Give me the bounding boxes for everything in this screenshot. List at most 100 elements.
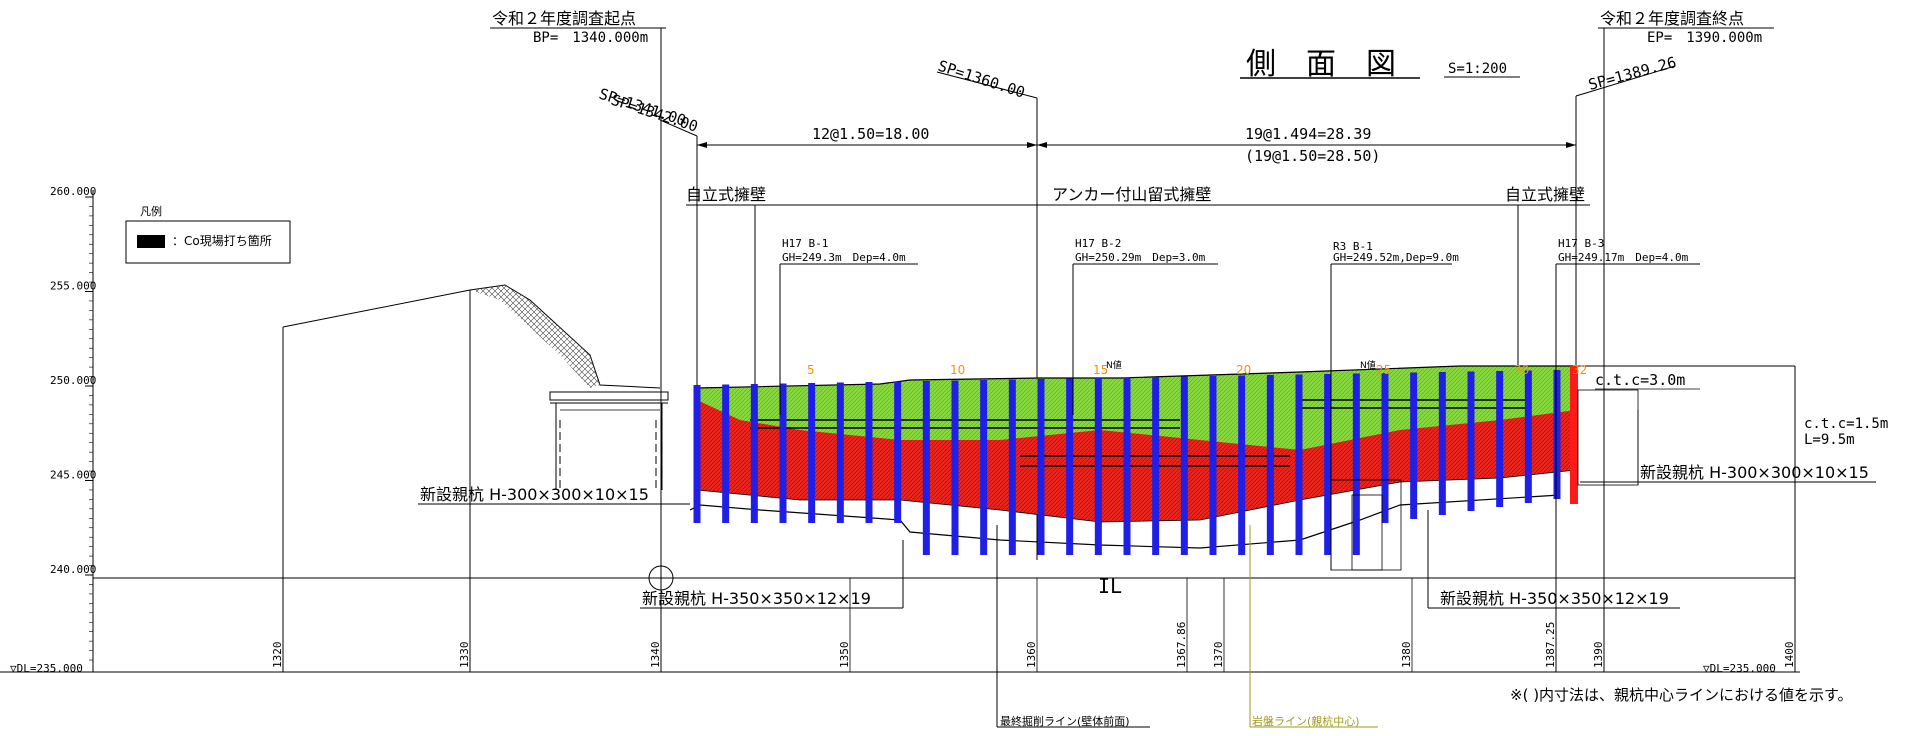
elevation-tick-label: 245.000 bbox=[50, 469, 96, 482]
n-value-note: N値 bbox=[1106, 359, 1122, 371]
legend-box bbox=[125, 220, 291, 264]
bedrock-line-label: 岩盤ライン(親杭中心) bbox=[1252, 714, 1360, 728]
station-tick-label: 1330 bbox=[458, 642, 471, 669]
pile bbox=[722, 384, 730, 523]
borehole-name: H17 B-2 bbox=[1075, 237, 1121, 250]
scale-label: S=1:200 bbox=[1448, 61, 1507, 77]
pile bbox=[922, 381, 930, 555]
elevation-axis: 260.000 255.000 250.000 245.000 240.000 bbox=[50, 185, 96, 661]
elevation-tick-label: 250.000 bbox=[50, 374, 96, 387]
ctc-top: c.t.c=3.0m bbox=[1595, 371, 1685, 389]
station-tick-label: 1390 bbox=[1592, 642, 1605, 669]
pile bbox=[1266, 375, 1274, 555]
il-mark: IL bbox=[1098, 574, 1122, 598]
pile-label-right-lower: 新設親杭 H-350×350×12×19 bbox=[1440, 589, 1669, 608]
borehole-h17-b1: H17 B-1 GH=249.3m Dep=4.0m bbox=[779, 237, 918, 415]
pile bbox=[1410, 372, 1418, 519]
wall-type-right: 自立式擁壁 bbox=[1505, 185, 1585, 204]
pile bbox=[1094, 378, 1102, 555]
station-tick-label: 1387.25 bbox=[1544, 622, 1557, 668]
legend-swatch bbox=[137, 235, 165, 248]
length-right: L=9.5m bbox=[1804, 432, 1855, 448]
pile bbox=[1152, 377, 1160, 555]
end-point-label: 令和２年度調査終点 bbox=[1600, 9, 1744, 28]
n-value-note-right: N値 bbox=[1360, 359, 1376, 371]
pile-number: 20 bbox=[1236, 363, 1251, 377]
borehole-data: GH=249.52m,Dep=9.0m bbox=[1333, 251, 1459, 264]
page-title: 側 面 図 bbox=[1246, 47, 1396, 82]
pile bbox=[1553, 370, 1561, 499]
borehole-r3-b1: R3 B-1 GH=249.52m,Dep=9.0m bbox=[1330, 240, 1459, 571]
pile bbox=[1352, 373, 1360, 555]
borehole-data: GH=249.3m Dep=4.0m bbox=[782, 251, 906, 264]
station-tick-label: 1367.86 bbox=[1175, 622, 1188, 668]
pile bbox=[1324, 374, 1332, 555]
excavation-line-label: 最終掘削ライン(壁体前面) bbox=[1000, 714, 1130, 728]
elevation-tick-label: 240.000 bbox=[50, 563, 96, 576]
pile bbox=[1037, 379, 1045, 555]
pile bbox=[980, 380, 988, 555]
station-mark-sp-mid: SP=1360.00 bbox=[936, 57, 1027, 102]
dimension-right-span: 19@1.494=28.39 bbox=[1245, 125, 1371, 143]
pile bbox=[894, 381, 902, 523]
pile bbox=[1180, 376, 1188, 555]
pile bbox=[808, 383, 816, 523]
pile bbox=[1209, 376, 1217, 555]
borehole-data: GH=250.29m Dep=3.0m bbox=[1075, 251, 1206, 264]
wall-type-middle: アンカー付山留式擁壁 bbox=[1052, 185, 1211, 204]
borehole-name: H17 B-3 bbox=[1558, 237, 1604, 250]
borehole-h17-b3: H17 B-3 GH=249.17m Dep=4.0m bbox=[1555, 237, 1700, 672]
pile-group bbox=[693, 370, 1561, 555]
pile-number: 10 bbox=[950, 363, 965, 377]
legend-header: 凡例 bbox=[140, 204, 162, 218]
pile bbox=[836, 382, 844, 523]
pile-label-left-lower: 新設親杭 H-350×350×12×19 bbox=[642, 589, 871, 608]
pile bbox=[1066, 378, 1074, 555]
dimension-left-span: 12@1.50=18.00 bbox=[812, 125, 929, 143]
pile-number: 5 bbox=[807, 363, 815, 377]
pile bbox=[750, 384, 758, 523]
station-mark-sp-left-overlap: SP=1342.00 bbox=[609, 91, 700, 136]
pile-number: 32 bbox=[1572, 363, 1587, 377]
spt-column bbox=[1577, 389, 1639, 486]
pile bbox=[1467, 371, 1475, 511]
station-tick-label: 1400 bbox=[1783, 642, 1796, 669]
pile bbox=[1438, 372, 1446, 515]
station-mark-sp-right: SP=1389.26 bbox=[1586, 53, 1678, 94]
pile-label-left-upper: 新設親杭 H-300×300×10×15 bbox=[420, 485, 649, 504]
pile bbox=[1295, 374, 1303, 555]
end-pile-red bbox=[1570, 366, 1578, 504]
elevation-tick-label: 255.000 bbox=[50, 280, 96, 293]
pile-number: 25 bbox=[1376, 363, 1391, 377]
footnote: ※( )内寸法は、親杭中心ラインにおける値を示す。 bbox=[1510, 686, 1853, 704]
pile-label-right-upper: 新設親杭 H-300×300×10×15 bbox=[1640, 463, 1869, 482]
pile bbox=[1496, 371, 1504, 507]
pile bbox=[951, 380, 959, 555]
wall-type-left: 自立式擁壁 bbox=[686, 185, 766, 204]
pile-number: 15 bbox=[1093, 363, 1108, 377]
ctc-right: c.t.c=1.5m bbox=[1804, 416, 1888, 432]
borehole-data: GH=249.17m Dep=4.0m bbox=[1558, 251, 1689, 264]
station-tick-label: 1350 bbox=[838, 642, 851, 669]
start-point-value: BP= 1340.000m bbox=[533, 30, 648, 46]
pile bbox=[1008, 379, 1016, 555]
pile bbox=[1381, 373, 1389, 523]
elevation-tick-label: 260.000 bbox=[50, 185, 96, 198]
end-point-value: EP= 1390.000m bbox=[1647, 30, 1762, 46]
borehole-name: R3 B-1 bbox=[1333, 240, 1373, 253]
station-tick-label: 1320 bbox=[271, 642, 284, 669]
station-tick-label: 1370 bbox=[1212, 642, 1225, 669]
borehole-name: H17 B-1 bbox=[782, 237, 828, 250]
station-tick-label: 1340 bbox=[649, 642, 662, 669]
start-point-label: 令和２年度調査起点 bbox=[492, 9, 636, 28]
pile bbox=[1238, 375, 1246, 555]
legend-item: ：Co現場打ち箇所 bbox=[172, 234, 272, 248]
borehole-h17-b2: H17 B-2 GH=250.29m Dep=3.0m bbox=[1072, 237, 1218, 415]
datum-right: ▽DL=235.000 bbox=[1703, 662, 1776, 675]
datum-left: ▽DL=235.000 bbox=[10, 662, 83, 675]
pile bbox=[1123, 377, 1131, 555]
station-tick-label: 1380 bbox=[1400, 642, 1413, 669]
dimension-right-span-center: (19@1.50=28.50) bbox=[1245, 147, 1380, 165]
